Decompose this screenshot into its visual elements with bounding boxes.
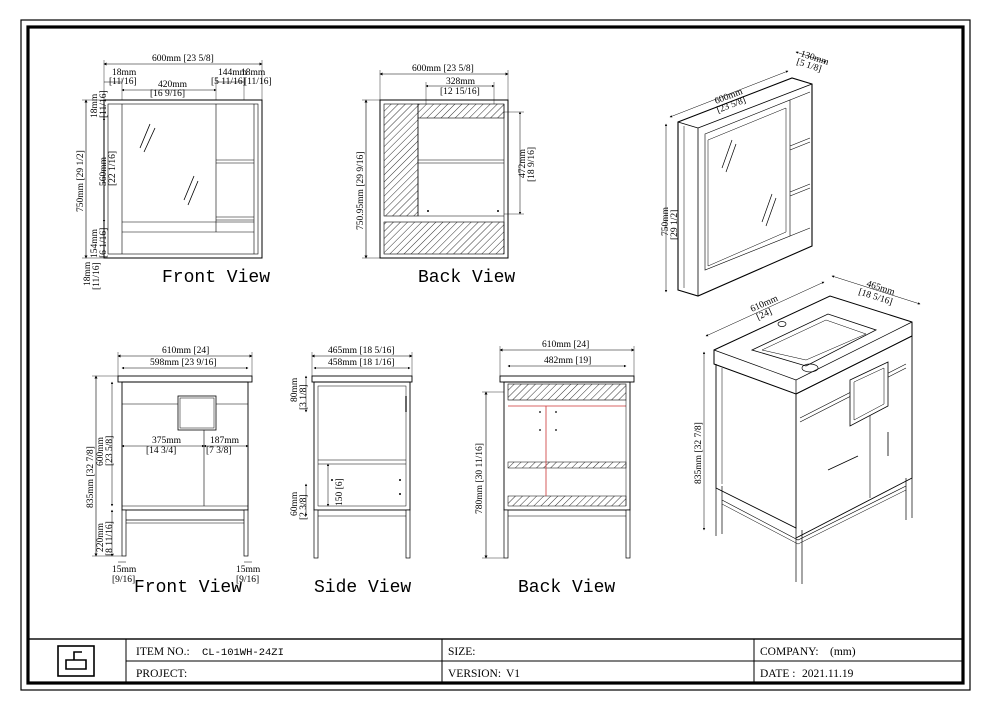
dim-cf-bottom-shelf-in: [6 1/16] bbox=[99, 228, 109, 258]
item-no-label: ITEM NO.: bbox=[136, 646, 190, 658]
dim-vf-height: 835mm [32 7/8] bbox=[86, 446, 96, 508]
label-vanity-back-view: Back View bbox=[518, 578, 615, 598]
version-label: VERSION: bbox=[448, 668, 501, 680]
dim-cf-left-side-in: [11/16] bbox=[109, 77, 137, 87]
label-cabinet-back-view: Back View bbox=[418, 268, 515, 288]
dim-vf-cab-h-in: [23 5/8] bbox=[105, 436, 115, 466]
label-vanity-front-view: Front View bbox=[134, 578, 242, 598]
dim-cb-inner-h-in: [18 9/16] bbox=[527, 147, 537, 182]
outer-frame bbox=[20, 19, 971, 691]
vanity-back-view: 610mm [24] 482mm [19] 780mm [30 11/16] B… bbox=[475, 340, 635, 598]
dim-vf-width: 610mm [24] bbox=[162, 346, 209, 356]
dim-cf-mirror-w: 420mm bbox=[158, 80, 188, 90]
company-label: COMPANY: bbox=[760, 646, 819, 658]
dim-vs-inner: 458mm [18 1/16] bbox=[328, 358, 395, 368]
iso-medicine-cabinet: 600mm [23 5/8] 130mm [5 1/8] 750mm [29 1… bbox=[661, 49, 830, 297]
date-value: 2021.11.19 bbox=[802, 668, 854, 680]
dim-cb-inner-h: 472mm bbox=[518, 148, 528, 178]
dim-vs-top: 80mm bbox=[290, 377, 300, 402]
title-block: ITEM NO.: CL-101WH-24ZI PROJECT: SIZE: V… bbox=[27, 638, 964, 684]
dim-vb-height: 780mm [30 11/16] bbox=[475, 443, 485, 514]
company-value: (mm) bbox=[830, 646, 856, 658]
dim-vf-door-in: [7 3/8] bbox=[206, 446, 232, 456]
item-no-value: CL-101WH-24ZI bbox=[202, 647, 284, 659]
dim-cf-top-in: [11/16] bbox=[99, 90, 109, 118]
dim-cb-height: 750.95mm [29 9/16] bbox=[356, 152, 366, 230]
dim-cb-inner: 328mm bbox=[446, 77, 476, 87]
dim-cf-shelf-w-in: [5 11/16] bbox=[211, 77, 246, 87]
dim-cf-shelf-w: 144mm bbox=[218, 68, 248, 78]
dim-cf-left-side: 18mm bbox=[112, 68, 137, 78]
dim-cf-right-side: 18mm bbox=[241, 68, 266, 78]
dim-vf-inner: 598mm [23 9/16] bbox=[150, 358, 217, 368]
dim-vs-bottom: 60mm bbox=[290, 491, 300, 516]
dim-iso-cab-height-in: [29 1/2] bbox=[670, 210, 680, 240]
project-label: PROJECT: bbox=[136, 668, 187, 680]
dim-cb-width: 600mm [23 5/8] bbox=[412, 64, 474, 74]
dim-vs-top-in: [3 1/8] bbox=[299, 384, 309, 410]
dim-vb-width: 610mm [24] bbox=[542, 340, 589, 350]
dim-vf-leg-r: 15mm bbox=[236, 565, 261, 575]
dim-vf-drawer: 375mm bbox=[152, 436, 182, 446]
dim-cf-width: 600mm [23 5/8] bbox=[152, 54, 214, 64]
dim-vf-leg-l-in: [9/16] bbox=[112, 575, 135, 585]
dim-cf-bottom-in: [11/16] bbox=[92, 262, 102, 290]
dim-cf-top: 18mm bbox=[90, 93, 100, 118]
dim-cf-height: 750mm [29 1/2] bbox=[76, 150, 86, 212]
size-label: SIZE: bbox=[448, 646, 475, 658]
dim-vf-drawer-in: [14 3/4] bbox=[146, 446, 176, 456]
vanity-front-view: 610mm [24] 598mm [23 9/16] 375mm [14 3/4… bbox=[86, 346, 261, 598]
dim-cb-inner-in: [12 15/16] bbox=[440, 87, 480, 97]
date-label: DATE : bbox=[760, 668, 795, 680]
dim-vf-leg-h: 220mm bbox=[96, 522, 106, 552]
dim-vf-leg-h-in: [8 11/16] bbox=[105, 521, 115, 556]
dim-vs-shelf: 150 [6] bbox=[335, 478, 345, 506]
cabinet-back-view: 600mm [23 5/8] 328mm [12 15/16] 750.95mm… bbox=[356, 64, 537, 288]
dim-cf-bottom-shelf: 154mm bbox=[90, 228, 100, 258]
iso-vanity: 610mm [24] 465mm [18 5/16] 835mm [32 7/8… bbox=[694, 275, 921, 584]
sink-vanity-icon bbox=[57, 645, 95, 677]
dim-vf-leg-l: 15mm bbox=[112, 565, 137, 575]
vanity-side-view: 465mm [18 5/16] 458mm [18 1/16] 80mm [3 … bbox=[290, 346, 413, 598]
dim-vs-depth: 465mm [18 5/16] bbox=[328, 346, 395, 356]
cabinet-front-view: 600mm [23 5/8] 18mm [11/16] 420mm [16 9/… bbox=[76, 54, 272, 290]
dim-vf-cab-h: 600mm bbox=[96, 436, 106, 466]
dim-vf-door: 187mm bbox=[210, 436, 240, 446]
dim-iso-van-height: 835mm [32 7/8] bbox=[694, 422, 704, 484]
dim-vb-inner: 482mm [19] bbox=[544, 356, 591, 366]
label-cabinet-front-view: Front View bbox=[162, 268, 270, 288]
label-vanity-side-view: Side View bbox=[314, 578, 411, 598]
dim-vs-bottom-in: [2 3/8] bbox=[299, 494, 309, 520]
dim-cf-mirror-h-in: [22 1/16] bbox=[108, 151, 118, 186]
dim-iso-cab-height: 750mm bbox=[661, 206, 671, 236]
dim-cf-mirror-h: 560mm bbox=[99, 156, 109, 186]
version-value: V1 bbox=[506, 668, 520, 680]
dim-cf-mirror-w-in: [16 9/16] bbox=[150, 89, 185, 99]
dim-vf-leg-r-in: [9/16] bbox=[236, 575, 259, 585]
dim-cf-bottom: 18mm bbox=[83, 261, 93, 286]
dim-cf-right-side-in: [11/16] bbox=[244, 77, 272, 87]
